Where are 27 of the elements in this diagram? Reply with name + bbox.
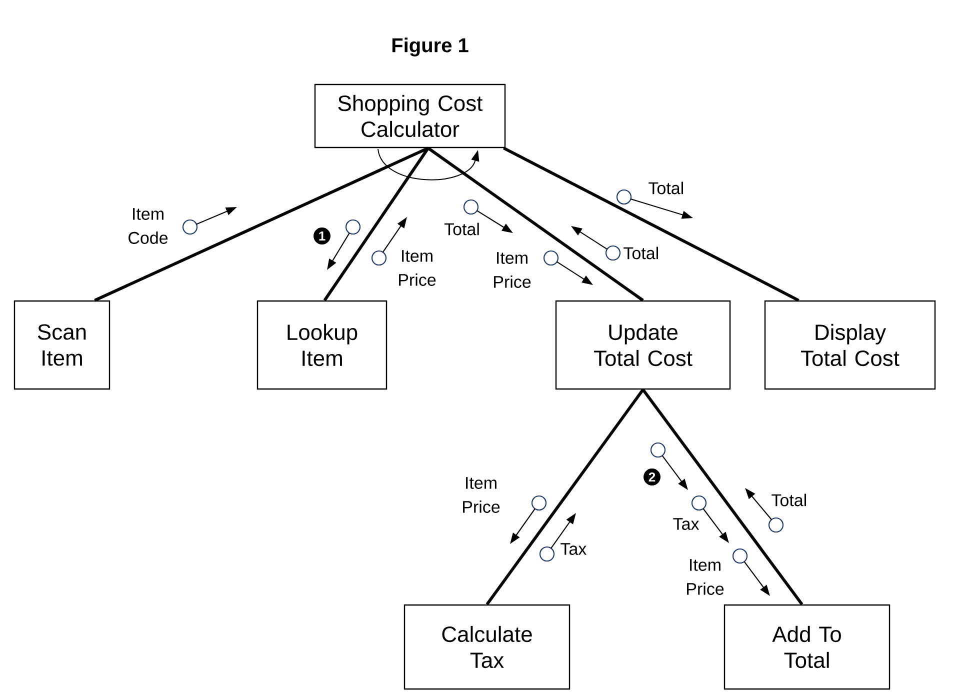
couple-label: Item Price xyxy=(687,559,724,595)
module-box: Display Total Cost xyxy=(764,300,936,390)
callout-number: 2 xyxy=(644,468,660,486)
couple-label: Total xyxy=(444,222,479,236)
couple-label: Item Price xyxy=(463,477,500,513)
module-box: Update Total Cost xyxy=(555,300,731,390)
connector-line xyxy=(486,388,644,606)
couple-label: Total xyxy=(624,246,658,260)
connector-line xyxy=(503,146,800,302)
couple-label: Total xyxy=(648,182,683,194)
couple-label: Tax xyxy=(673,518,700,530)
couple-label: Total xyxy=(772,494,806,506)
couple-label: Item Price xyxy=(494,252,531,288)
connector-line xyxy=(94,146,429,302)
couple-label: Tax xyxy=(560,543,586,555)
module-box: Calculate Tax xyxy=(404,604,570,690)
module-box: Scan Item xyxy=(14,300,110,390)
connector-line xyxy=(427,146,644,302)
connector-line xyxy=(642,388,804,606)
module-box: Shopping Cost Calculator xyxy=(314,84,506,148)
couple-label: Item Code xyxy=(128,208,168,244)
couple-label: Item Price xyxy=(399,250,436,286)
connector-line xyxy=(323,147,430,302)
figure-title: Figure 1 xyxy=(392,38,468,56)
module-box: Add To Total xyxy=(724,604,890,690)
module-box: Lookup Item xyxy=(256,300,388,390)
callout-number: 1 xyxy=(314,228,330,244)
